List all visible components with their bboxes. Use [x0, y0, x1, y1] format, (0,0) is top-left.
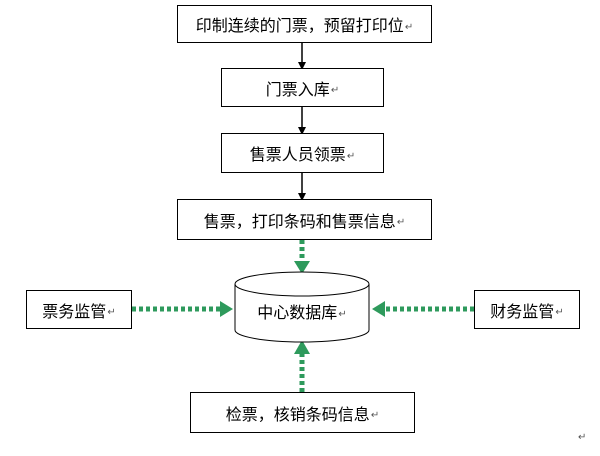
paragraph-mark: ↵	[330, 85, 340, 96]
paragraph-mark: ↵	[404, 21, 414, 33]
node-central-database: 中心数据库↵	[235, 294, 369, 328]
node-print-tickets-label: 印制连续的门票，预留打印位	[195, 16, 404, 35]
node-print-tickets: 印制连续的门票，预留打印位↵	[177, 5, 432, 43]
node-ticket-stock: 门票入库↵	[221, 68, 384, 107]
node-staff-collect-label: 售票人员领票	[249, 145, 346, 164]
dotted-arrow-ticket-supervision-to-database	[132, 301, 233, 317]
paragraph-mark: ↵	[107, 307, 116, 318]
node-sell-print-label: 售票，打印条码和售票信息	[203, 211, 396, 231]
paragraph-mark: ↵	[346, 150, 356, 162]
dotted-arrow-check-to-database	[294, 340, 310, 392]
node-central-database-label: 中心数据库	[257, 303, 338, 322]
paragraph-mark: ↵	[555, 307, 564, 318]
node-sell-print: 售票，打印条码和售票信息↵	[177, 199, 432, 240]
node-finance-supervision-label: 财务监管	[490, 301, 555, 321]
paragraph-mark: ↵	[396, 217, 406, 228]
node-ticket-check: 检票，核销条码信息↵	[190, 392, 415, 433]
node-finance-supervision: 财务监管↵	[474, 290, 580, 329]
page-end-paragraph-mark: ↵	[578, 432, 587, 443]
node-ticket-stock-label: 门票入库	[265, 79, 330, 99]
paragraph-mark: ↵	[370, 410, 380, 421]
node-staff-collect: 售票人员领票↵	[221, 133, 384, 173]
node-ticket-supervision-label: 票务监管	[42, 301, 107, 321]
paragraph-mark: ↵	[338, 308, 347, 320]
database-cylinder-shape	[234, 271, 370, 343]
node-ticket-check-label: 检票，核销条码信息	[225, 404, 370, 424]
node-ticket-supervision: 票务监管↵	[26, 290, 132, 329]
dotted-arrow-finance-supervision-to-database	[372, 301, 474, 317]
dotted-arrow-sell-to-database	[294, 240, 310, 274]
